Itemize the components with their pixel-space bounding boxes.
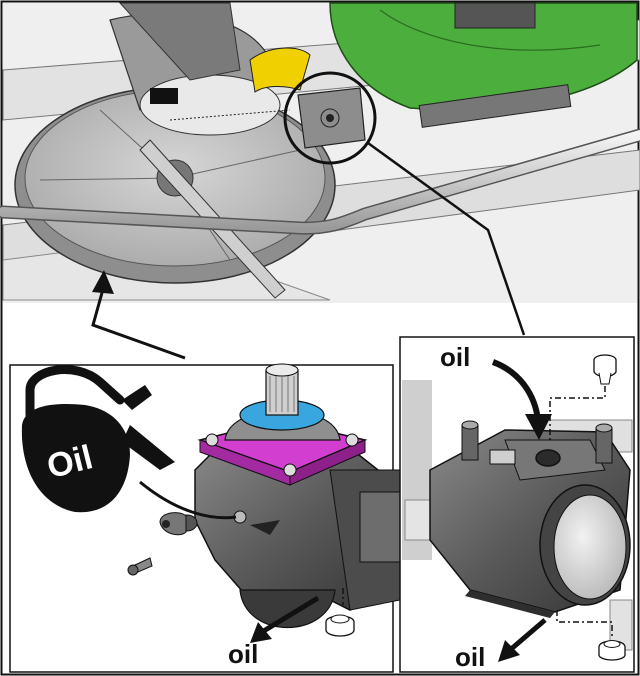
oil-label-right-bottom: oil: [455, 642, 485, 672]
oil-stream: [139, 480, 237, 520]
mower-top-view: [0, 2, 640, 303]
bottom-drain-dashline: [556, 610, 613, 638]
fill-hole: [535, 449, 561, 467]
fill-dashline: [549, 386, 606, 440]
bottom-drain-plug-icon: [598, 640, 626, 661]
oil-flow-arrow-icon: [260, 595, 320, 635]
fill-plug-icon: [159, 512, 198, 536]
yellow-drive-part: [249, 47, 311, 93]
callout-leader-right: [367, 141, 526, 336]
left-inset: Oil oil: [9, 363, 401, 673]
right-cutting-disk-green: [329, 2, 638, 128]
detail-callout-circle: [283, 71, 377, 165]
oil-label-right-top: oil: [440, 342, 470, 372]
callout-leader-left: [91, 281, 186, 360]
gearbox-mount-plate: [297, 87, 366, 149]
right-inset: oil oil: [399, 336, 635, 673]
drain-plug-icon: [325, 614, 355, 637]
top-fill-plug-icon: [593, 354, 617, 385]
oil-can-icon: Oil: [21, 365, 175, 513]
oil-drain-arrow-icon: [508, 618, 547, 652]
leader-arrow-icon: [92, 270, 114, 294]
oil-label-left-bottom: oil: [228, 639, 258, 669]
oil-fill-arrow-icon: [491, 359, 541, 421]
bolt-icon: [127, 557, 153, 576]
